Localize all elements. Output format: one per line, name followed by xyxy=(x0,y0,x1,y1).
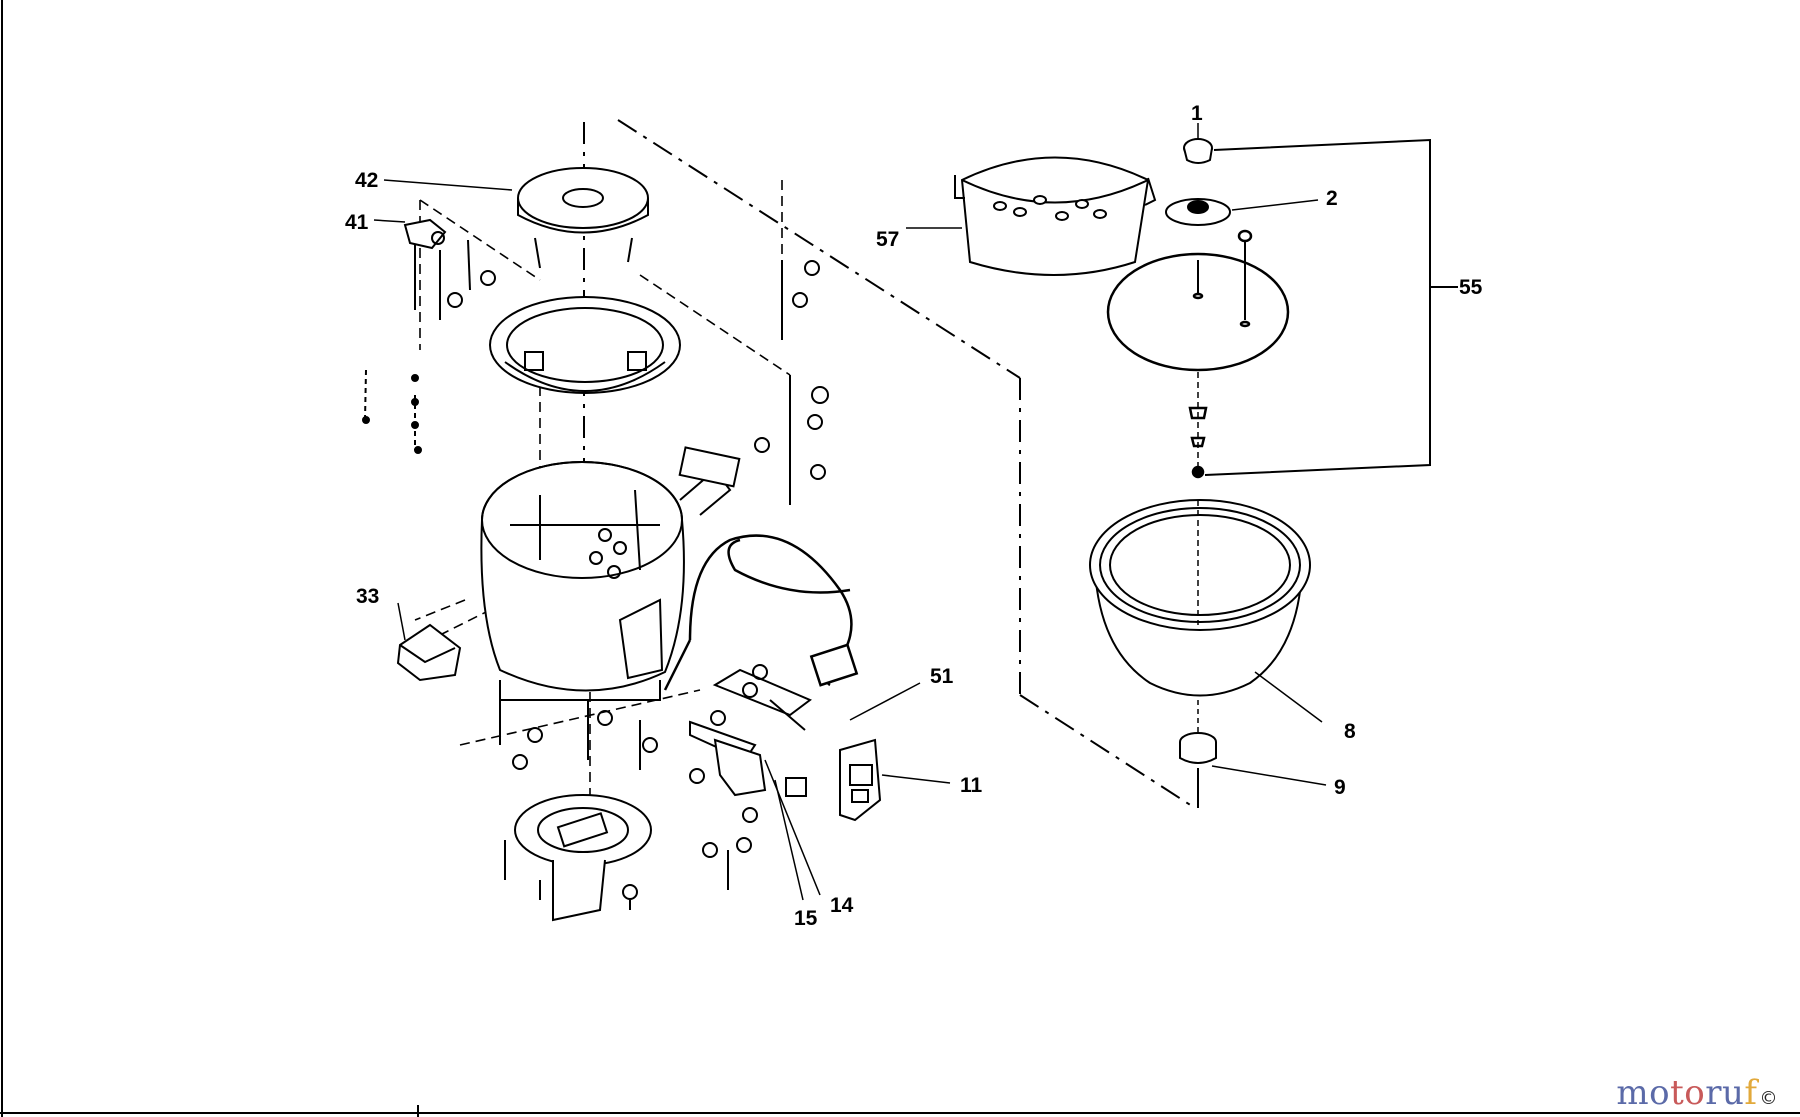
callout-11: 11 xyxy=(960,774,983,797)
main-housing xyxy=(480,446,741,701)
part-33-button xyxy=(396,623,462,682)
part-41-switch-bracket xyxy=(403,218,496,320)
watermark-part-1: mo xyxy=(1616,1073,1671,1113)
watermark-part-2: to xyxy=(1670,1073,1706,1113)
part-57-steam-basket xyxy=(954,156,1157,276)
callout-1: 1 xyxy=(1191,102,1203,125)
screw-group-right xyxy=(754,260,829,505)
part-8-inner-pot xyxy=(1089,499,1311,697)
callout-41: 41 xyxy=(345,211,369,234)
watermark-logo: motoruf© xyxy=(1616,1073,1778,1113)
part-14-15-switch-parts xyxy=(689,738,807,890)
watermark-part-3: ru xyxy=(1705,1073,1745,1113)
part-42-cover-plate xyxy=(517,167,649,269)
part-1-knob xyxy=(1183,138,1213,164)
upper-ring xyxy=(489,296,681,394)
part-11-control-panel xyxy=(839,738,882,822)
lid-assembly xyxy=(1106,229,1290,479)
callout-57: 57 xyxy=(876,228,899,251)
bottom-base-plate xyxy=(504,794,652,922)
callout-2: 2 xyxy=(1326,187,1338,210)
part-55-bracket xyxy=(1204,138,1458,476)
callout-33: 33 xyxy=(356,585,379,608)
watermark-part-4: f xyxy=(1744,1073,1758,1113)
power-cord xyxy=(663,534,859,691)
callout-9: 9 xyxy=(1334,776,1346,799)
callout-15: 15 xyxy=(794,907,818,930)
callout-55: 55 xyxy=(1459,276,1483,299)
copyright-icon: © xyxy=(1759,1088,1778,1109)
callout-51: 51 xyxy=(930,665,954,688)
callout-42: 42 xyxy=(355,169,378,192)
housing-internal-screws xyxy=(589,528,627,579)
screw-group-bottom xyxy=(499,690,658,770)
part-2-valve-disc xyxy=(1165,198,1231,226)
leader-lines xyxy=(373,123,1327,901)
callout-14: 14 xyxy=(830,894,854,917)
part-51-switch-assembly xyxy=(689,664,812,762)
screw-group-left xyxy=(362,369,422,454)
callout-8: 8 xyxy=(1344,720,1356,743)
part-9-heating-element xyxy=(1179,700,1217,808)
